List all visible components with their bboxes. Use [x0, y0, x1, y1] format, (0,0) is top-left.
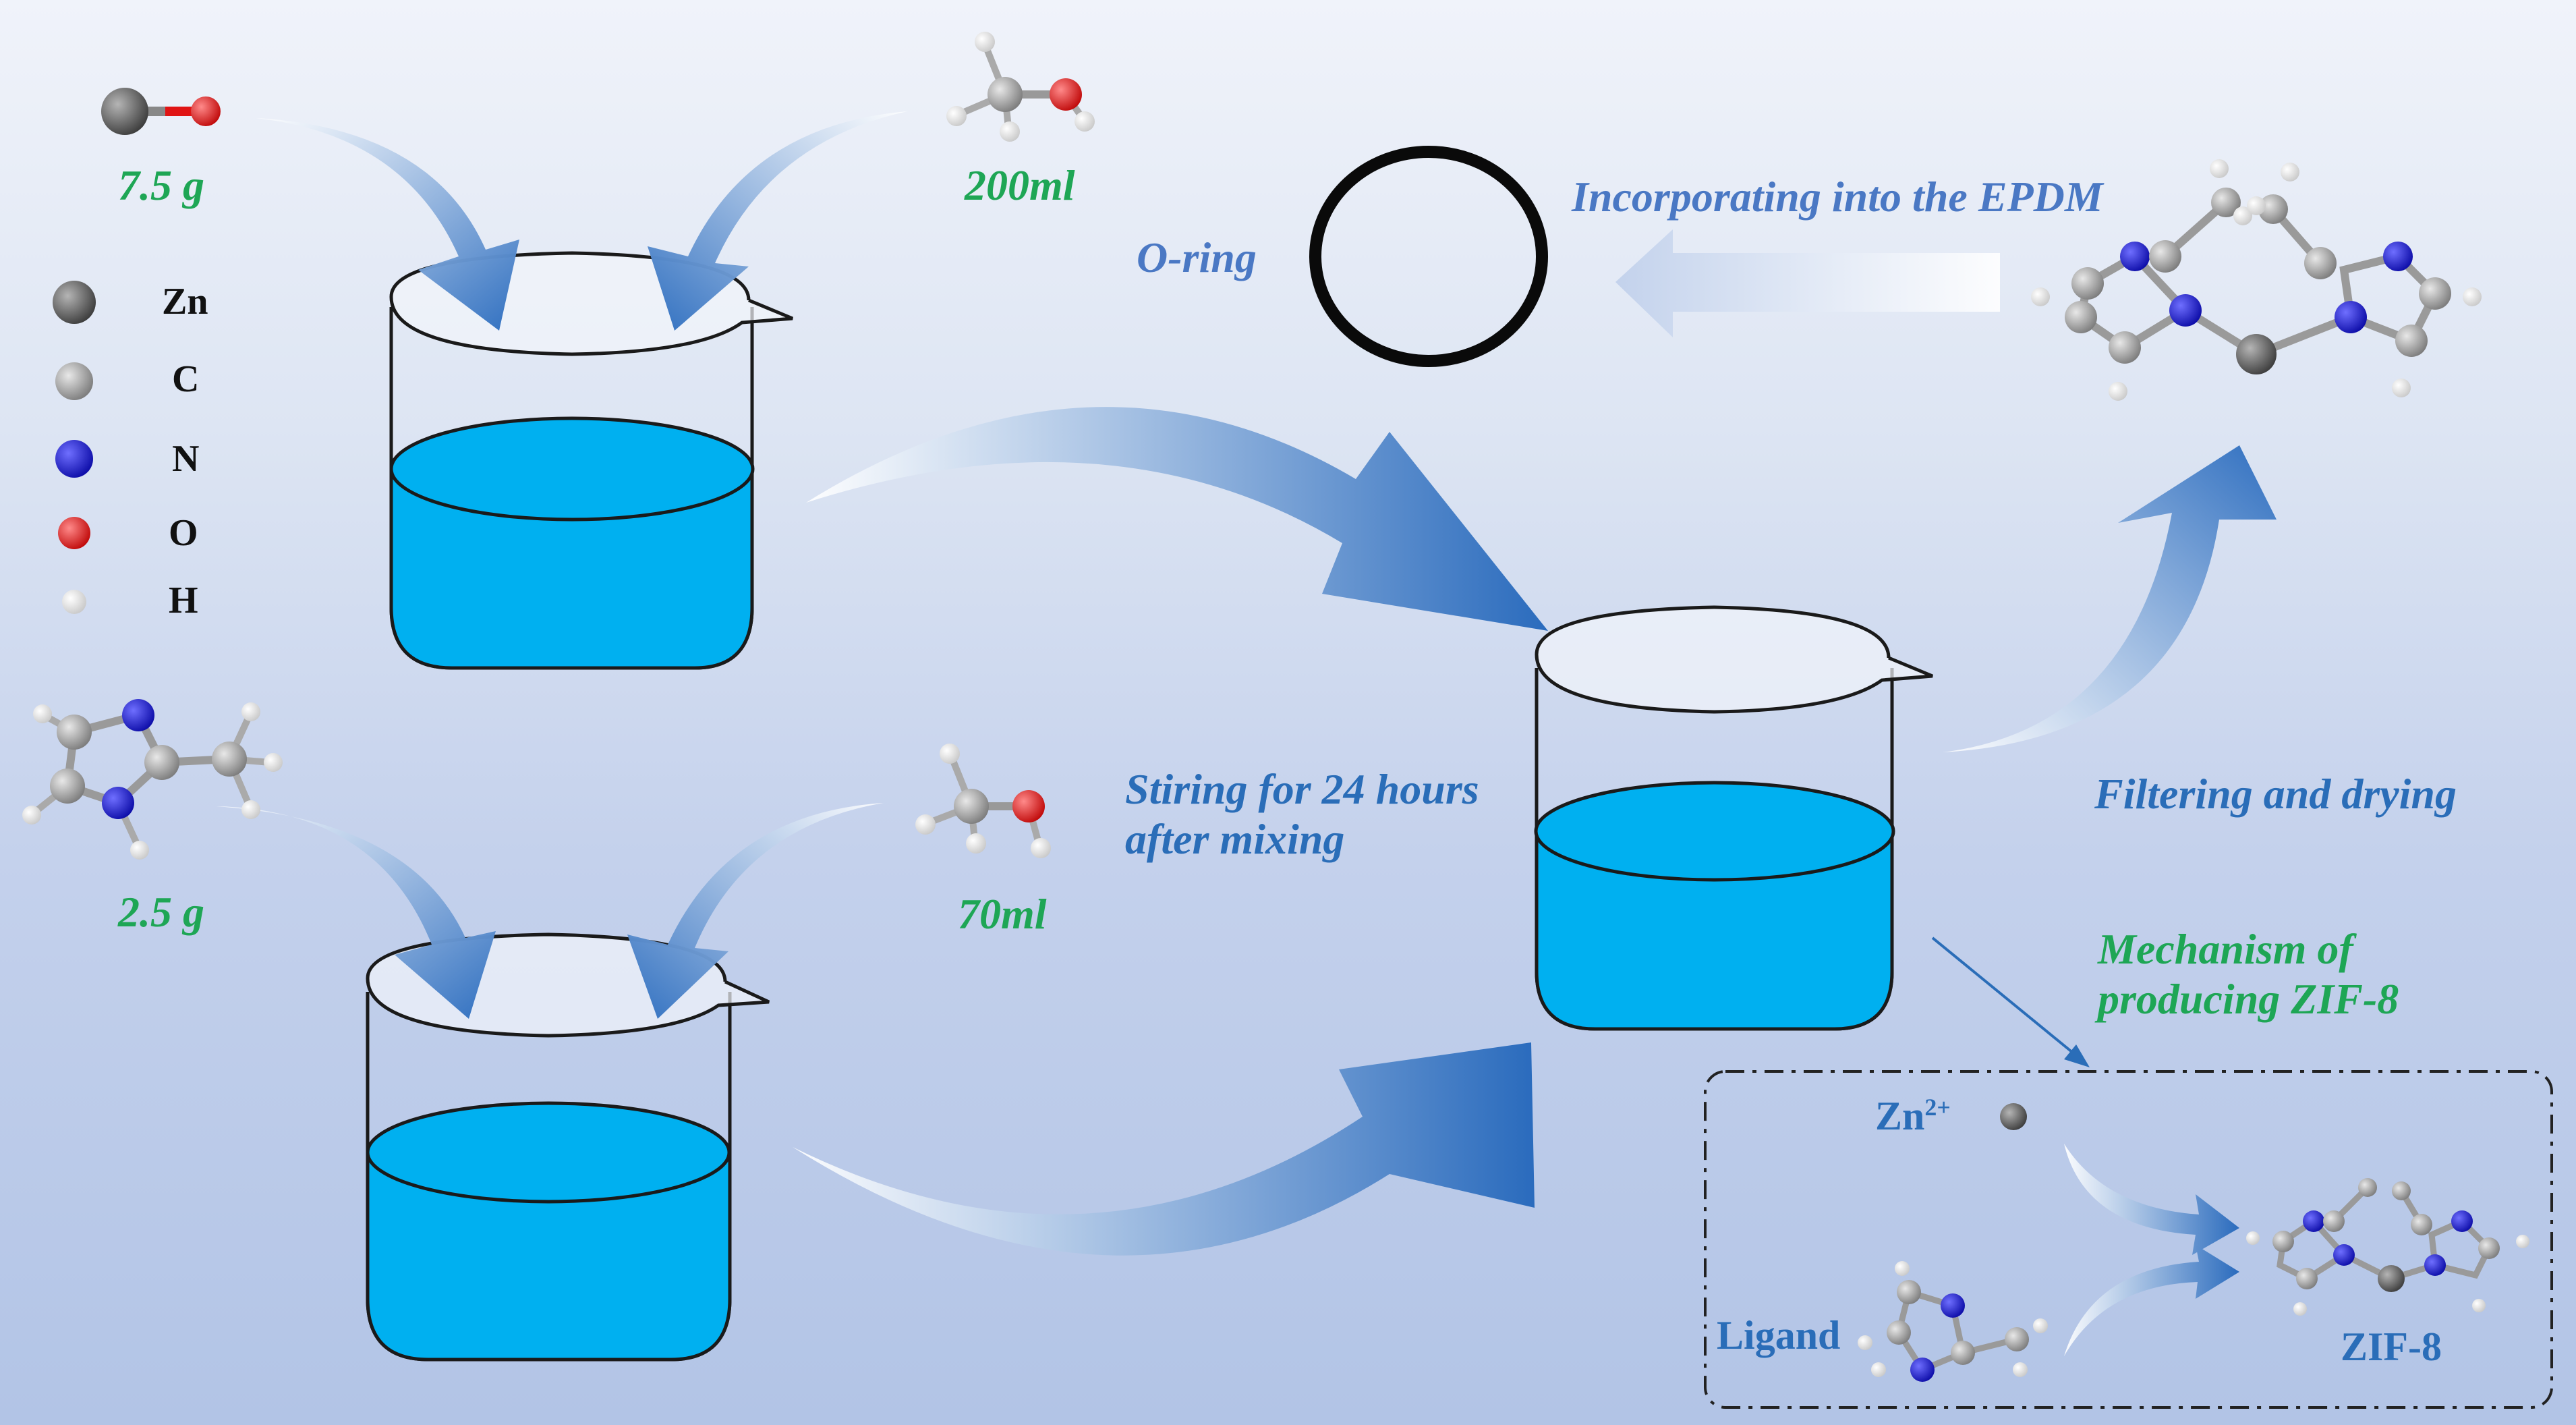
zif8-molecule-small — [2246, 1178, 2529, 1316]
mechanism-box — [1704, 1070, 2553, 1409]
legend-n-atom — [55, 440, 93, 478]
methanol-volume-1-label: 200ml — [965, 161, 1075, 209]
mechanism-label: Mechanism of producing ZIF-8 — [2098, 925, 2399, 1023]
ligand-label: Ligand — [1717, 1313, 1841, 1358]
stirring-step-label: Stiring for 24 hours after mixing — [1125, 765, 1479, 863]
legend-zn-atom — [53, 281, 96, 324]
zif8-label: ZIF-8 — [2341, 1324, 2442, 1369]
o-ring-label: O-ring — [1137, 233, 1257, 281]
o-ring — [1309, 146, 1548, 367]
legend-o-atom — [58, 517, 90, 549]
ligand-molecule — [22, 699, 283, 860]
legend-zn-label: Zn — [162, 281, 208, 323]
zn-ion-atom — [2000, 1103, 2027, 1130]
zif8-molecule-large — [2031, 159, 2482, 401]
zn-ion-label: Zn2+ — [1875, 1094, 1951, 1138]
legend-c-label: C — [172, 358, 200, 400]
legend-atoms — [53, 281, 96, 614]
beaker-1 — [389, 251, 793, 670]
legend-o-label: O — [169, 512, 198, 554]
ligand-molecule-small — [1858, 1261, 2048, 1382]
mechanism-pointer-arrow — [1931, 937, 2090, 1067]
incorporating-step-label: Incorporating into the EPDM — [1572, 173, 2103, 221]
methanol-volume-2-label: 70ml — [958, 890, 1047, 938]
methanol-molecule-1 — [946, 32, 1095, 142]
legend-h-atom — [62, 590, 86, 614]
arrow-beaker-3-to-product — [1943, 445, 2277, 752]
zinc-salt-molecule — [101, 88, 221, 135]
methanol-molecule-2 — [915, 744, 1051, 858]
filtering-step-label: Filtering and drying — [2094, 770, 2457, 818]
legend-n-label: N — [172, 438, 200, 480]
arrow-ligand-to-beaker-2 — [216, 806, 496, 1019]
arrow-beaker-2-to-beaker-3 — [793, 1042, 1535, 1256]
arrow-product-to-o-ring — [1615, 229, 2000, 337]
legend-h-label: H — [169, 580, 198, 621]
arrow-beaker-1-to-beaker-3 — [806, 407, 1548, 631]
arrow-methanol-to-beaker-2 — [627, 803, 884, 1019]
arrow-zinc-salt-to-beaker-1 — [256, 118, 519, 331]
beaker-3 — [1534, 605, 1933, 1031]
beaker-2 — [366, 932, 770, 1362]
arrow-methanol-to-beaker-1 — [648, 111, 907, 331]
ligand-mass-label: 2.5 g — [118, 888, 204, 936]
zinc-salt-mass-label: 7.5 g — [118, 161, 204, 209]
legend-c-atom — [55, 362, 93, 400]
